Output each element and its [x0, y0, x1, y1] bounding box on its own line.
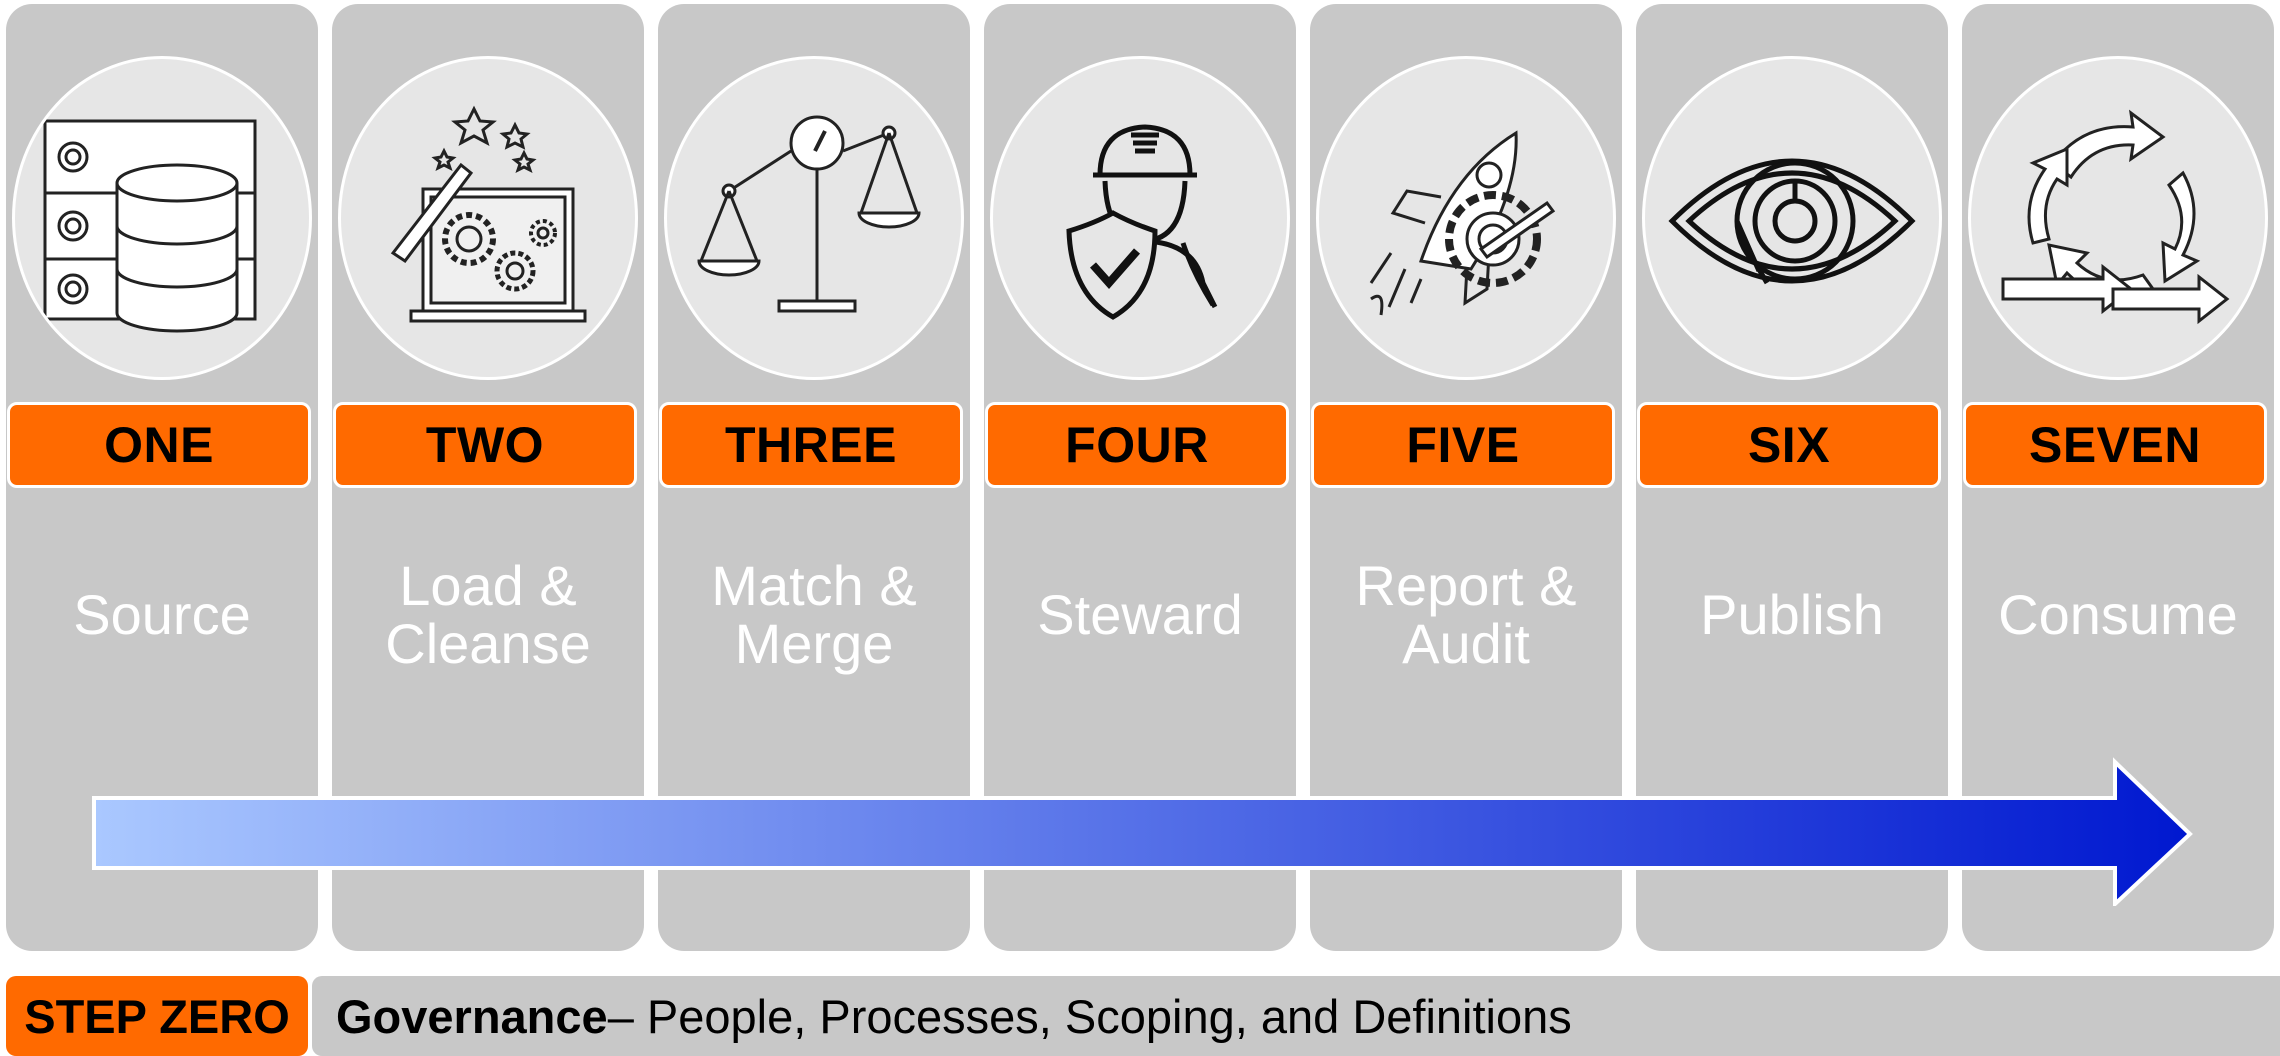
- step-number: THREE: [659, 402, 963, 488]
- process-flow-arrow: [92, 757, 2193, 906]
- eye-icon: [1668, 158, 1916, 285]
- balance-scale-icon: [697, 115, 921, 313]
- step-title: Report & Audit: [1355, 554, 1577, 675]
- step-column-two: TWO Load & Cleanse: [332, 4, 644, 951]
- step-icon-circle: [1642, 56, 1942, 380]
- step-icon-circle: [12, 56, 312, 380]
- step-zero-bar: Governance – People, Processes, Scoping,…: [312, 976, 2280, 1056]
- step-title: Steward: [1037, 583, 1243, 646]
- step-number: FIVE: [1311, 402, 1615, 488]
- step-number: ONE: [7, 402, 311, 488]
- step-column-three: THREE Match & Merge: [658, 4, 970, 951]
- step-title: Load & Cleanse: [385, 554, 591, 675]
- step-column-one: ONE Source: [6, 4, 318, 951]
- step-title: Match & Merge: [711, 554, 917, 675]
- worker-shield-icon: [1066, 124, 1218, 320]
- step-column-five: FIVE Report & Audit: [1310, 4, 1622, 951]
- rocket-gear-icon: [1369, 130, 1556, 316]
- step-icon-circle: [664, 56, 964, 380]
- step-column-four: FOUR Steward: [984, 4, 1296, 951]
- step-zero-badge: STEP ZERO: [6, 976, 308, 1056]
- laptop-gears-wand-icon: [390, 105, 587, 323]
- cycle-arrows-icon: [2001, 109, 2230, 325]
- step-zero-description: – People, Processes, Scoping, and Defini…: [607, 989, 1572, 1043]
- step-number: SEVEN: [1963, 402, 2267, 488]
- step-icon-circle: [1968, 56, 2268, 380]
- step-number: SIX: [1637, 402, 1941, 488]
- step-title: Publish: [1700, 583, 1884, 646]
- database-icon: [43, 119, 257, 333]
- step-icon-circle: [1316, 56, 1616, 380]
- step-column-six: SIX Publish: [1636, 4, 1948, 951]
- step-zero-title: Governance: [336, 989, 608, 1043]
- step-title: Source: [73, 583, 251, 646]
- step-title: Consume: [1998, 583, 2238, 646]
- step-number: TWO: [333, 402, 637, 488]
- step-icon-circle: [338, 56, 638, 380]
- step-icon-circle: [990, 56, 1290, 380]
- step-number: FOUR: [985, 402, 1289, 488]
